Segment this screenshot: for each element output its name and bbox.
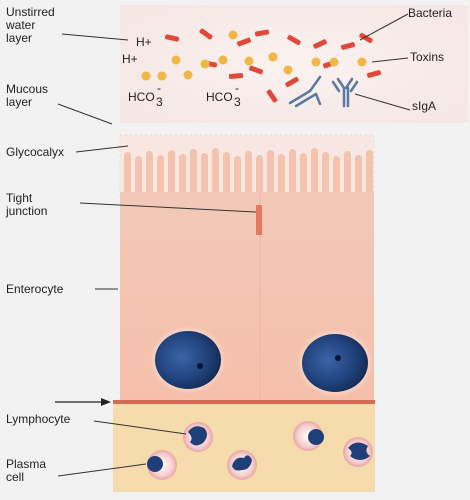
- microvillus: [267, 150, 274, 202]
- microvillus: [146, 151, 153, 202]
- toxin: [357, 57, 367, 67]
- tight-junction-mark: [256, 205, 262, 235]
- bacterium: [366, 70, 382, 78]
- bacterium: [313, 39, 327, 49]
- nucleus-right: [297, 329, 373, 397]
- toxins-group: [141, 30, 367, 81]
- label-unstirred-water-layer: Unstirred water layer: [6, 5, 55, 45]
- toxin: [157, 71, 167, 81]
- ion-bicarbonate-1: HCO 3 -: [128, 81, 163, 109]
- microvillus: [256, 155, 263, 202]
- label-plasma-cell: Plasma cell: [6, 457, 47, 484]
- microvillus: [190, 149, 197, 202]
- siga-antibody-2: [331, 77, 359, 108]
- toxin: [228, 30, 238, 40]
- microvillus: [355, 155, 362, 202]
- microvillus: [322, 152, 329, 202]
- label-siga: sIgA: [412, 99, 437, 113]
- bacterium: [199, 28, 213, 40]
- plasma-cell-1: [147, 450, 177, 480]
- toxin: [283, 65, 293, 75]
- svg-text:3: 3: [156, 95, 163, 109]
- svg-text:HCO: HCO: [206, 90, 233, 104]
- lymphocyte-1: [183, 422, 213, 452]
- ion-h-plus-2: H+: [122, 52, 138, 66]
- label-enterocyte: Enterocyte: [6, 282, 64, 296]
- microvillus: [311, 148, 318, 202]
- svg-text:HCO: HCO: [128, 90, 155, 104]
- toxin: [329, 57, 339, 67]
- svg-text:3: 3: [234, 95, 241, 109]
- ion-bicarbonate-2: HCO 3 -: [206, 81, 241, 109]
- label-toxins: Toxins: [410, 50, 445, 64]
- toxin: [141, 71, 151, 81]
- plasma-cell-2: [227, 450, 257, 480]
- bacterium: [228, 73, 244, 79]
- bacterium: [254, 29, 270, 37]
- microvillus: [168, 150, 175, 202]
- bacteria-group: [164, 28, 382, 103]
- microvillus: [157, 155, 164, 202]
- toxin: [244, 56, 254, 66]
- microvillus: [201, 153, 208, 202]
- microvillus: [333, 156, 340, 202]
- leader-lines: [57, 13, 411, 477]
- toxin: [171, 55, 181, 65]
- bacterium: [248, 65, 264, 75]
- toxin: [200, 59, 210, 69]
- microvillus: [212, 148, 219, 202]
- microvillus: [289, 149, 296, 202]
- ion-h-plus-1: H+: [136, 35, 152, 49]
- basement-membrane-arrow: [55, 398, 111, 406]
- nucleus-left: [150, 326, 226, 394]
- svg-text:-: -: [235, 81, 239, 95]
- label-lymphocyte: Lymphocyte: [6, 412, 71, 426]
- microvillus: [278, 154, 285, 202]
- bacterium: [340, 42, 356, 50]
- bacterium: [359, 32, 373, 44]
- bacterium: [287, 34, 301, 46]
- microvillus: [300, 153, 307, 202]
- toxin: [183, 70, 193, 80]
- microvilli: [124, 148, 373, 202]
- microvillus: [223, 152, 230, 202]
- microvillus: [179, 154, 186, 202]
- label-mucous-layer: Mucous layer: [6, 82, 49, 109]
- microvillus: [366, 150, 373, 202]
- basement-membrane: [113, 400, 375, 404]
- label-tight-junction: Tight junction: [6, 191, 48, 218]
- microvillus: [234, 156, 241, 202]
- toxin: [268, 52, 278, 62]
- toxin: [218, 55, 228, 65]
- microvillus: [135, 156, 142, 202]
- bacterium: [266, 89, 278, 103]
- microvillus: [124, 152, 131, 202]
- lymphocyte-3: [343, 437, 373, 467]
- bacterium: [164, 34, 180, 42]
- toxin: [311, 57, 321, 67]
- lymphocyte-2: [293, 421, 324, 451]
- label-glycocalyx: Glycocalyx: [6, 145, 65, 159]
- svg-text:-: -: [157, 81, 161, 95]
- microvillus: [344, 151, 351, 202]
- bacterium: [236, 37, 252, 47]
- microvillus: [245, 151, 252, 202]
- siga-antibody-1: [288, 75, 322, 108]
- bacterium: [285, 76, 299, 88]
- label-bacteria: Bacteria: [408, 6, 453, 20]
